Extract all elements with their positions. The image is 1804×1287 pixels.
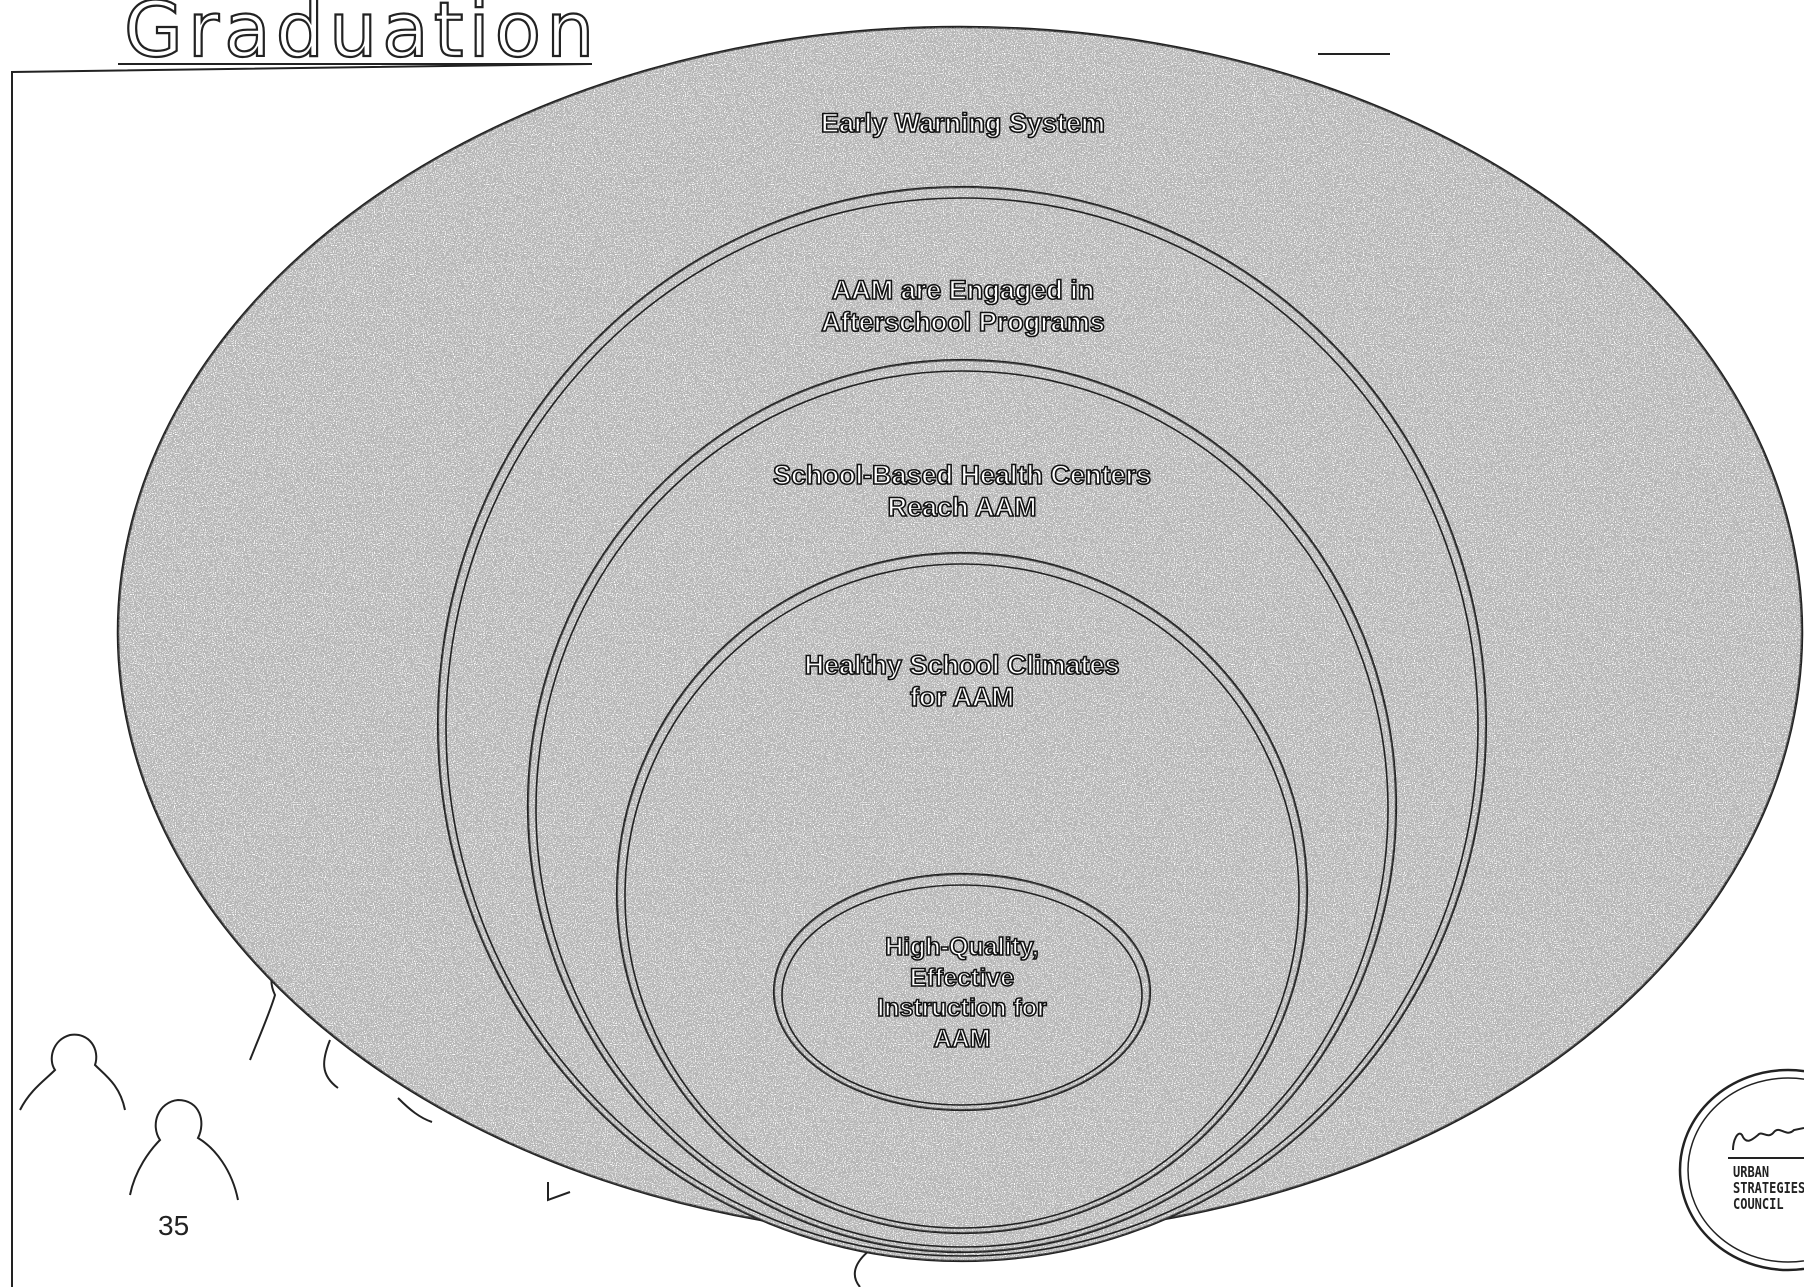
high-quality-instruction-label: High-Quality, Effective Instruction for …: [876, 932, 1047, 1053]
page-number: 35: [158, 1210, 190, 1241]
health-centers-label: School-Based Health Centers Reach AAM: [772, 459, 1152, 522]
logo-line-strategies: STRATEGIES: [1733, 1178, 1804, 1197]
ring-instruction: [772, 872, 1152, 1112]
healthy-school-climates-label: Healthy School Climates for AAM: [804, 649, 1121, 712]
people-silhouette-illustration: [19, 966, 871, 1287]
slide-title: Graduation: [123, 0, 600, 74]
logo-text: URBAN STRATEGIES COUNCIL: [1733, 1163, 1804, 1213]
afterschool-programs-label: AAM are Engaged in Afterschool Programs: [820, 274, 1105, 337]
early-warning-system-label: Early Warning System: [820, 107, 1106, 139]
slide-frame: [11, 63, 591, 1287]
logo-line-urban: URBAN: [1733, 1163, 1770, 1181]
urban-strategies-council-logo: [1678, 1068, 1804, 1272]
logo-line-council: COUNCIL: [1733, 1194, 1784, 1213]
rings-group: [116, 25, 1804, 1263]
